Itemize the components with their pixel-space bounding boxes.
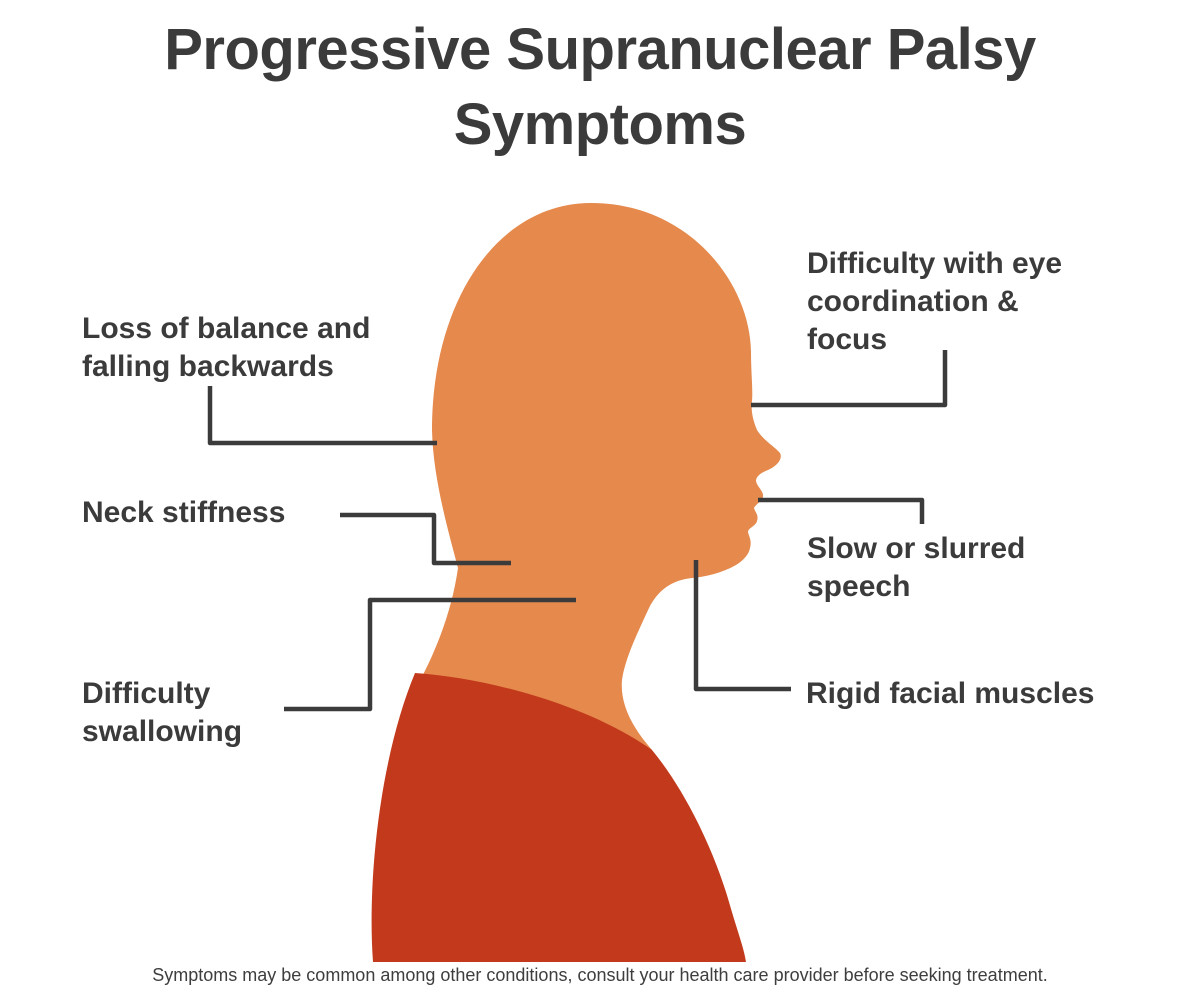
page-title-line-1: Progressive Supranuclear Palsy — [164, 17, 1036, 82]
symptom-label-loss-of-balance: Loss of balance and falling backwards — [82, 310, 370, 386]
connector-eye-coordination — [751, 350, 948, 408]
symptom-label-neck-stiffness: Neck stiffness — [82, 494, 285, 532]
symptom-label-line: Rigid facial muscles — [806, 677, 1095, 710]
symptom-label-line: Loss of balance and — [82, 312, 371, 345]
disclaimer-text: Symptoms may be common among other condi… — [152, 965, 1048, 985]
symptom-label-line: Difficulty with eye — [807, 247, 1063, 280]
symptom-label-line: Difficulty — [82, 677, 211, 710]
symptom-label-line: swallowing — [82, 715, 243, 748]
symptom-label-line: speech — [807, 570, 911, 603]
symptom-label-eye-coordination: Difficulty with eye coordination & focus — [807, 245, 1062, 359]
symptom-label-line: falling backwards — [82, 350, 334, 383]
connector-slurred-speech — [758, 497, 925, 524]
connector-difficulty-swallowing — [284, 597, 576, 712]
connector-rigid-facial-muscles — [693, 560, 791, 692]
symptom-label-slurred-speech: Slow or slurred speech — [807, 530, 1025, 606]
page-title-line-2: Symptoms — [453, 92, 747, 157]
connector-loss-of-balance — [207, 386, 437, 446]
torso-silhouette-shape — [371, 673, 746, 962]
symptom-label-line: coordination & — [807, 285, 1019, 318]
symptom-label-line: focus — [807, 323, 888, 356]
symptom-label-line: Neck stiffness — [82, 496, 286, 529]
connector-neck-stiffness — [340, 512, 511, 566]
symptom-label-line: Slow or slurred — [807, 532, 1026, 565]
page-title: Progressive Supranuclear Palsy Symptoms — [0, 12, 1200, 162]
symptom-label-rigid-facial-muscles: Rigid facial muscles — [806, 675, 1094, 713]
symptom-label-difficulty-swallowing: Difficulty swallowing — [82, 675, 242, 751]
